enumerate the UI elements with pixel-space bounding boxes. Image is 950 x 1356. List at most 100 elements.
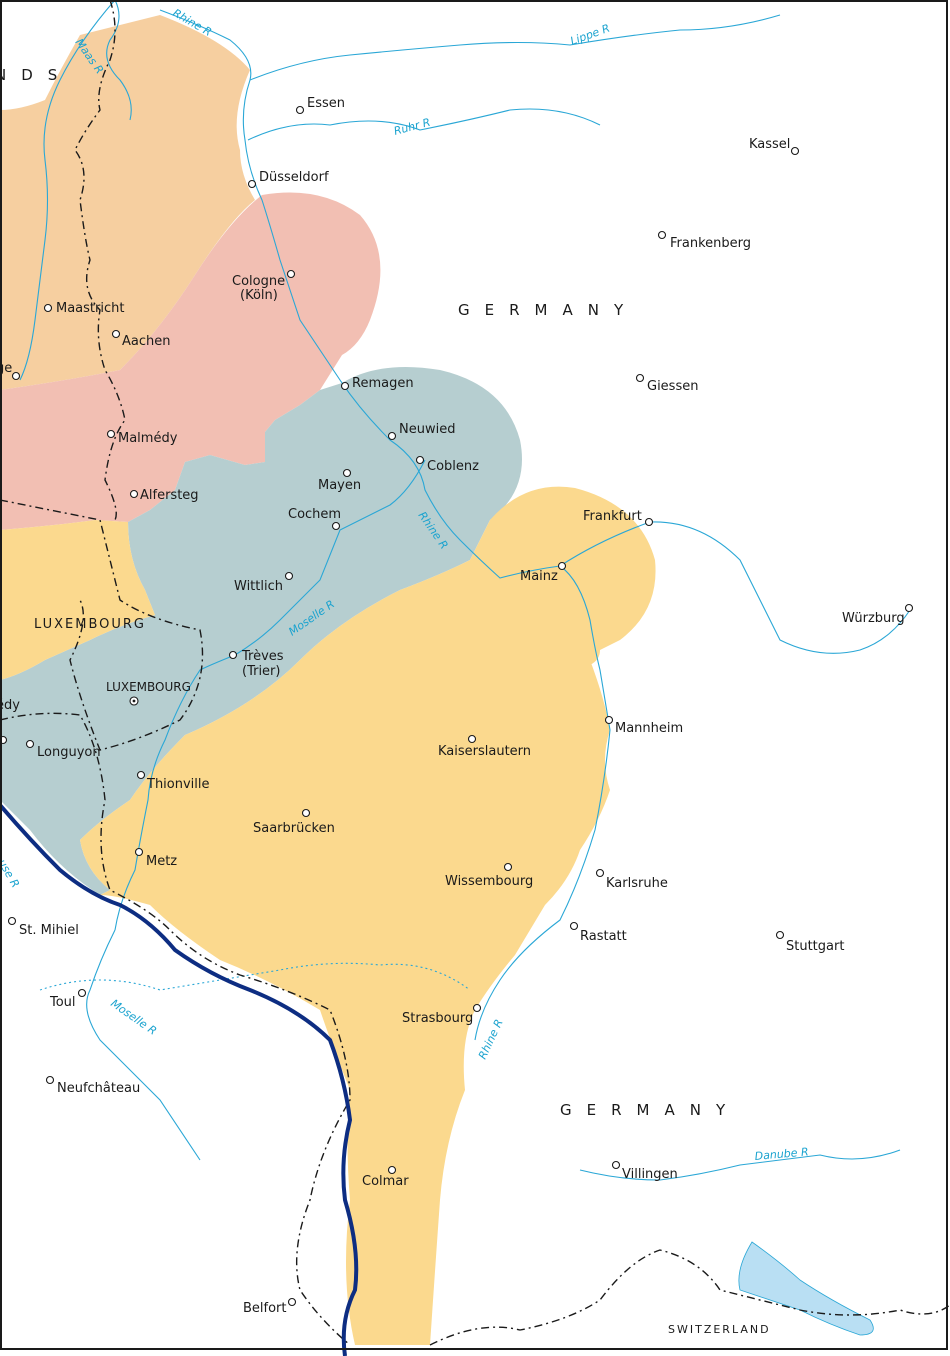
city-giessen: Giessen (635, 373, 698, 394)
city-rastatt: Rastatt (569, 921, 627, 944)
city-luxembourg: LUXEMBOURG (106, 680, 191, 706)
svg-text:(Trier): (Trier) (242, 664, 280, 679)
city-malmedy: Malmédy (106, 429, 178, 446)
city-mainz: Mainz (520, 561, 567, 584)
label-ruhr: Ruhr R (392, 116, 431, 138)
svg-text:Stuttgart: Stuttgart (786, 939, 844, 954)
city-alfersteg: Alfersteg (129, 488, 199, 503)
label-moselle-south: Moselle R (108, 997, 159, 1038)
city-strasbourg: Strasbourg (402, 1003, 482, 1026)
city-frankfurt: Frankfurt (583, 509, 654, 527)
city-mayen: Mayen (318, 468, 361, 493)
label-meuse: use R (0, 857, 22, 890)
city-neuwied: Neuwied (387, 422, 455, 441)
city-essen: Essen (295, 96, 345, 115)
svg-text:Karlsruhe: Karlsruhe (606, 876, 668, 891)
label-switzerland: SWITZERLAND (668, 1323, 771, 1336)
svg-text:Würzburg: Würzburg (842, 611, 905, 626)
svg-text:Thionville: Thionville (146, 777, 210, 792)
border-north (74, 0, 126, 521)
svg-text:Rastatt: Rastatt (580, 929, 627, 944)
svg-text:Wissembourg: Wissembourg (445, 874, 533, 889)
zone-gray-coblenz (0, 366, 522, 895)
svg-text:Saarbrücken: Saarbrücken (253, 821, 335, 836)
svg-text:Mannheim: Mannheim (615, 721, 683, 736)
city-stuttgart: Stuttgart (775, 930, 844, 954)
city-longuyon: Longuyon (25, 739, 101, 760)
svg-text:Colmar: Colmar (362, 1174, 409, 1189)
city-coblenz: Coblenz (415, 455, 479, 474)
lippe-river (249, 14, 781, 81)
rhine-river (106, 0, 611, 1041)
svg-text:Essen: Essen (307, 96, 345, 111)
zone-orange-north (0, 15, 255, 390)
zone-yellow-south (80, 560, 610, 1345)
city-saarbrucken: Saarbrücken (253, 808, 335, 836)
svg-text:édy: édy (0, 698, 20, 713)
city-kaiserslautern: Kaiserslautern (438, 734, 531, 759)
city-frankenberg: Frankenberg (657, 230, 751, 251)
svg-text:Giessen: Giessen (647, 379, 698, 394)
label-rhine-south: Rhine R (476, 1017, 506, 1061)
svg-text:Longuyon: Longuyon (37, 745, 101, 760)
city-st-mihiel: St. Mihiel (7, 916, 79, 938)
svg-text:Belfort: Belfort (243, 1301, 287, 1316)
svg-text:Frankfurt: Frankfurt (583, 509, 642, 524)
svg-text:Neufchâteau: Neufchâteau (57, 1081, 140, 1096)
svg-text:Coblenz: Coblenz (427, 459, 479, 474)
city-toul: Toul (49, 988, 87, 1010)
city-aachen: Aachen (111, 329, 170, 349)
city-villingen: Villingen (611, 1160, 678, 1182)
city-metz: Metz (134, 847, 177, 869)
svg-text:Wittlich: Wittlich (234, 579, 283, 594)
city-wittlich: Wittlich (234, 571, 294, 594)
city-belfort: Belfort (243, 1297, 297, 1316)
armistice-line (0, 803, 359, 1356)
main-river (559, 521, 911, 654)
svg-text:ge: ge (0, 361, 12, 376)
lake-constance (738, 1241, 874, 1336)
city-karlsruhe: Karlsruhe (595, 868, 668, 891)
svg-text:Metz: Metz (146, 854, 177, 869)
maas-river (19, 0, 116, 381)
city-remagen: Remagen (340, 376, 414, 391)
label-lippe: Lippe R (569, 22, 612, 48)
city-wissembourg: Wissembourg (445, 862, 533, 889)
svg-text:Maastricht: Maastricht (56, 301, 124, 316)
city-neufchateau: Neufchâteau (45, 1075, 140, 1096)
city-kassel: Kassel (749, 137, 800, 156)
label-germany-north: GERMANY (458, 301, 638, 319)
svg-text:Mainz: Mainz (520, 569, 558, 584)
svg-text:LUXEMBOURG: LUXEMBOURG (106, 680, 191, 694)
svg-text:Aachen: Aachen (122, 334, 170, 349)
svg-text:Kassel: Kassel (749, 137, 790, 152)
svg-text:Trèves: Trèves (241, 649, 284, 664)
svg-text:Malmédy: Malmédy (118, 431, 178, 446)
border-luxembourg (0, 499, 204, 751)
svg-text:Toul: Toul (49, 995, 76, 1010)
city-mannheim: Mannheim (604, 715, 683, 736)
city-thionville: Thionville (136, 770, 210, 792)
svg-text:Düsseldorf: Düsseldorf (259, 170, 329, 185)
svg-text:Alfersteg: Alfersteg (140, 488, 199, 503)
city-colmar: Colmar (362, 1165, 409, 1189)
label-germany-south: GERMANY (560, 1101, 740, 1119)
svg-text:Mayen: Mayen (318, 478, 361, 493)
border-swiss (429, 1249, 950, 1346)
city-treves: Trèves (Trier) (228, 649, 284, 679)
city-cochem: Cochem (288, 507, 341, 531)
svg-text:Strasbourg: Strasbourg (402, 1011, 473, 1026)
label-danube: Danube R (754, 1145, 809, 1163)
canal (39, 962, 471, 991)
city-liege: ge (0, 361, 21, 381)
zone-yellow-luxembourg (0, 520, 155, 680)
danube-river (579, 1149, 901, 1181)
city-cologne: Cologne (Köln) (232, 269, 296, 303)
svg-text:Kaiserslautern: Kaiserslautern (438, 744, 531, 759)
city-maastricht: Maastricht (43, 301, 124, 316)
svg-text:St. Mihiel: St. Mihiel (19, 923, 79, 938)
svg-text:Cologne: Cologne (232, 274, 285, 289)
svg-text:Frankenberg: Frankenberg (670, 236, 751, 251)
